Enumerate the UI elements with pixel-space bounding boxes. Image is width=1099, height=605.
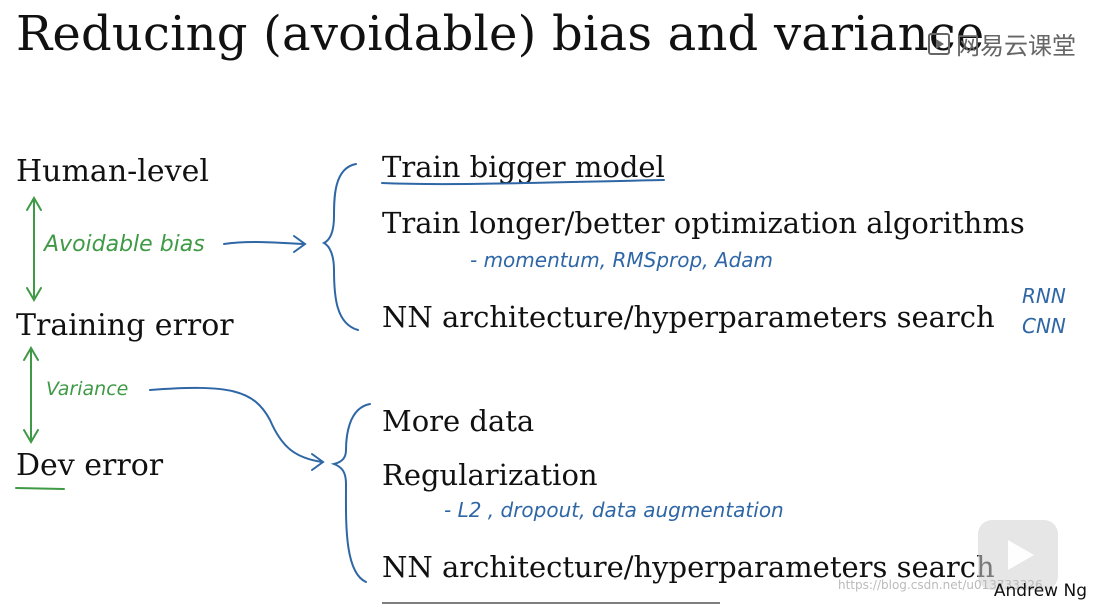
variance-arrowhead bbox=[311, 453, 325, 471]
human-level-label: Human-level bbox=[16, 154, 209, 189]
cnn-note: CNN bbox=[1022, 314, 1066, 338]
blue-ink bbox=[149, 163, 665, 583]
bias-fix-architecture: NN architecture/hyperparameters search bbox=[382, 300, 995, 334]
variance-fix-architecture: NN architecture/hyperparameters search bbox=[382, 550, 995, 584]
video-play-button[interactable] bbox=[978, 520, 1058, 590]
bias-arrow bbox=[223, 241, 305, 245]
play-icon bbox=[928, 32, 950, 55]
source-url: https://blog.csdn.net/u013733326 bbox=[838, 578, 1043, 592]
rnn-note: RNN bbox=[1022, 284, 1066, 308]
bias-arrow-up bbox=[26, 196, 42, 211]
upper-brace bbox=[321, 163, 359, 331]
bias-arrow-down bbox=[26, 287, 42, 302]
brand-text: 网易云课堂 bbox=[956, 32, 1076, 60]
bigger-model-underline bbox=[381, 179, 665, 186]
avoidable-bias-annotation: Avoidable bias bbox=[44, 232, 205, 257]
regularization-note: - L2 , dropout, data augmentation bbox=[444, 498, 784, 522]
variance-fix-more-data: More data bbox=[382, 404, 535, 438]
variance-fix-regularization: Regularization bbox=[382, 458, 598, 492]
bias-fix-bigger-model: Train bigger model bbox=[382, 150, 665, 184]
bias-arrowhead bbox=[293, 235, 307, 253]
variance-arrow-down bbox=[23, 429, 39, 444]
lower-brace bbox=[330, 403, 371, 583]
brand-watermark: 网易云课堂 bbox=[928, 26, 1076, 61]
author-credit: Andrew Ng bbox=[993, 581, 1087, 601]
dev-error-underline bbox=[15, 487, 65, 490]
green-ink bbox=[15, 196, 65, 490]
dev-error-label: Dev error bbox=[16, 448, 164, 483]
variance-annotation: Variance bbox=[46, 378, 129, 400]
variance-arrow bbox=[149, 386, 323, 463]
bias-fix-optimization: Train longer/better optimization algorit… bbox=[382, 206, 1025, 240]
optimization-note: - momentum, RMSprop, Adam bbox=[470, 248, 773, 272]
training-error-label: Training error bbox=[16, 308, 234, 343]
variance-arrow-up bbox=[23, 346, 39, 361]
slide-title: Reducing (avoidable) bias and variance bbox=[16, 6, 985, 62]
